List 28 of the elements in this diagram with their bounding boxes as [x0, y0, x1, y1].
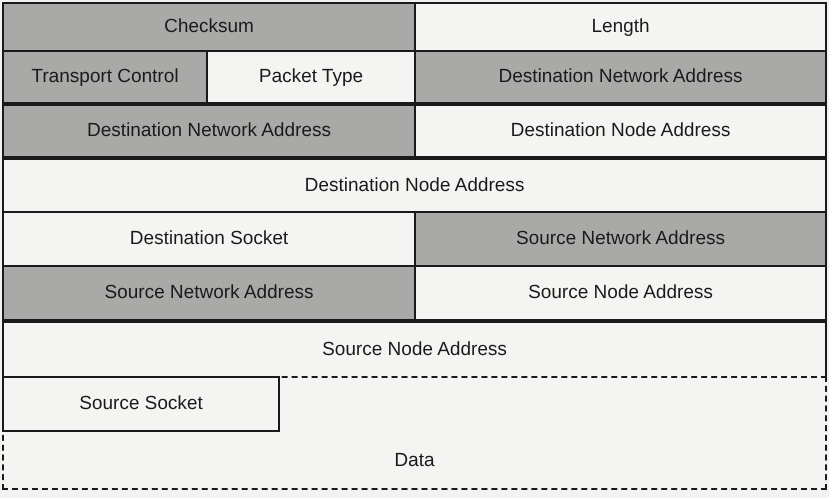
field-label: Destination Network Address: [498, 66, 742, 88]
field-box: [414, 211, 827, 267]
field-label: Packet Type: [258, 66, 364, 88]
field-label: Destination Node Address: [304, 174, 524, 196]
field-box: [2, 376, 280, 432]
field-label: Source Socket: [79, 393, 203, 415]
field-label: Data: [394, 450, 435, 472]
field-label: Transport Control: [31, 66, 179, 88]
field-label: Source Network Address: [104, 282, 314, 304]
field-box: [2, 104, 416, 158]
field-label: Destination Network Address: [87, 120, 331, 142]
field-box: [2, 158, 827, 213]
field-label: Source Network Address: [516, 228, 726, 250]
field-label: Checksum: [164, 16, 254, 38]
field-label: Source Node Address: [322, 338, 507, 360]
field-box: [2, 265, 416, 321]
field-box: [2, 2, 416, 52]
field-box: [2, 376, 827, 490]
field-box: [414, 104, 827, 158]
field-box: [414, 2, 827, 52]
field-label: Destination Node Address: [510, 120, 730, 142]
field-label: Destination Socket: [130, 228, 288, 250]
field-label: Source Node Address: [528, 282, 713, 304]
field-label: Length: [591, 16, 650, 38]
field-box: [2, 321, 827, 378]
field-box: [414, 265, 827, 321]
field-box: [2, 50, 208, 104]
field-box: [414, 50, 827, 104]
